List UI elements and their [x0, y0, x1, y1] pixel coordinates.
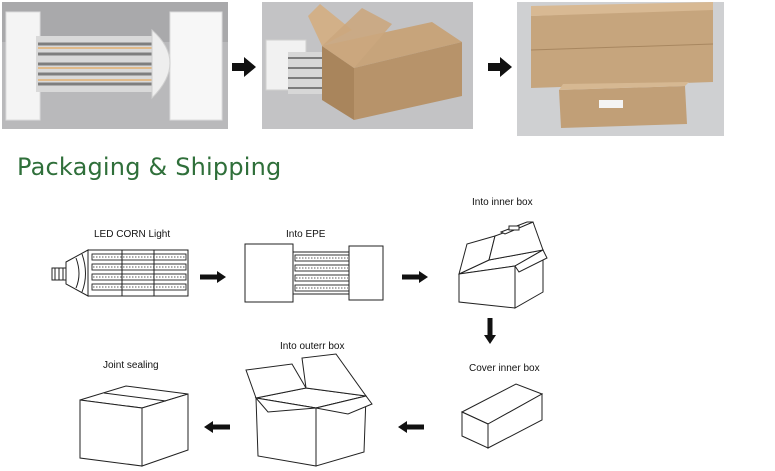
inner-box-closed-drawing: [460, 380, 544, 450]
sealed-box-drawing: [78, 378, 190, 468]
step-label-into-outer-box: Into outerr box: [280, 341, 345, 352]
arrow-left-icon: [204, 418, 230, 437]
step-label-cover-inner-box: Cover inner box: [469, 363, 540, 374]
step-label-led-corn-light: LED CORN Light: [94, 229, 171, 240]
arrow-right-icon: [402, 268, 428, 287]
arrow-right-icon: [487, 56, 513, 78]
inner-box-open-drawing: [455, 214, 550, 310]
outer-box-open-drawing: [244, 353, 373, 468]
step-label-into-inner-box: Into inner box: [472, 197, 533, 208]
led-corn-light-drawing: [51, 244, 192, 302]
arrow-right-icon: [200, 268, 226, 287]
step-label-joint-sealing: Joint sealing: [103, 360, 159, 371]
page-title: Packaging & Shipping: [17, 153, 282, 181]
arrow-right-icon: [231, 56, 257, 78]
step-label-into-epe: Into EPE: [286, 229, 326, 240]
arrow-down-icon: [484, 318, 496, 348]
photo-led-in-foam: [2, 2, 228, 129]
photo-led-into-box: [262, 2, 473, 129]
epe-foam-drawing: [244, 243, 385, 303]
photo-sealed-boxes: [517, 2, 724, 136]
arrow-left-icon: [398, 418, 424, 437]
